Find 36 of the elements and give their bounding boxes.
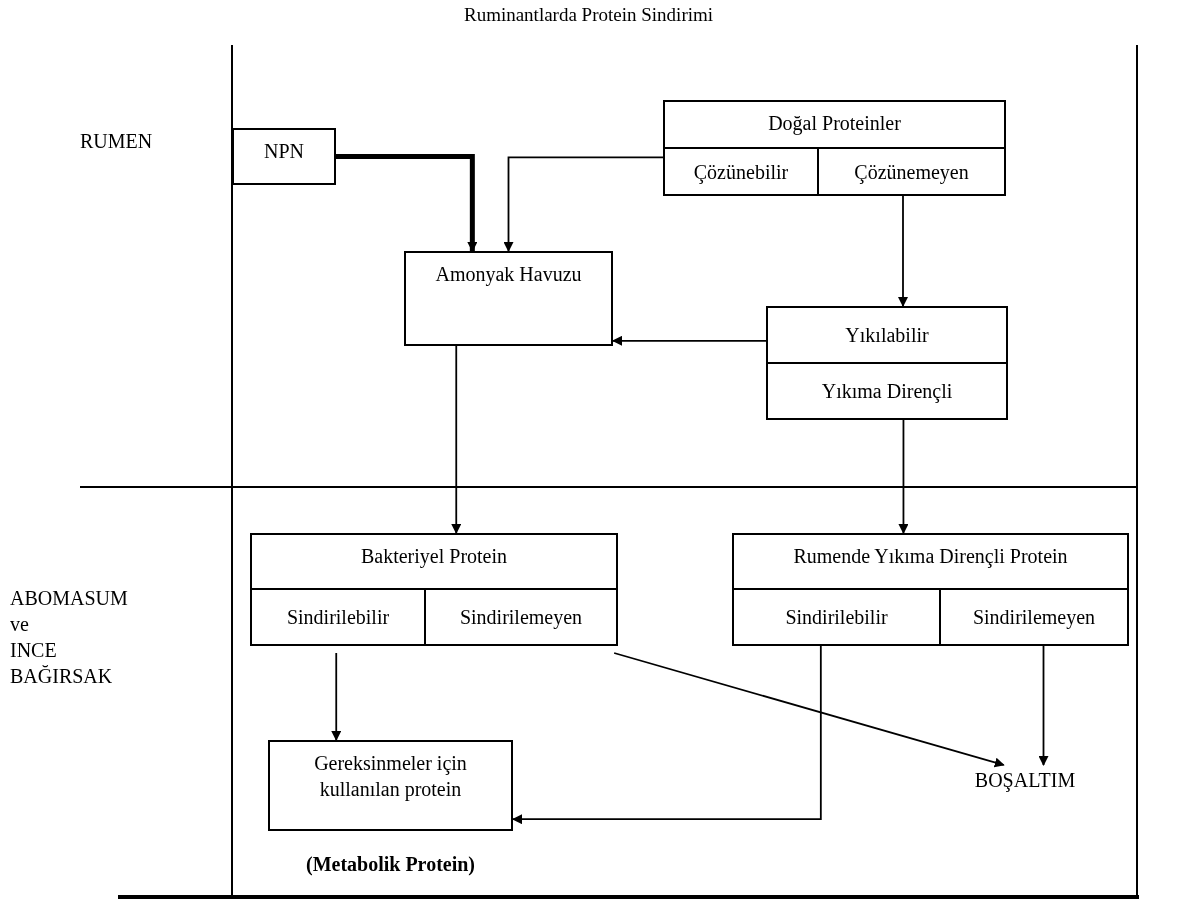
cell-box	[766, 306, 1008, 364]
box-label: Yıkıma Dirençli	[820, 379, 954, 404]
process-box	[663, 100, 1006, 196]
region-label: RUMEN	[80, 129, 154, 154]
box-label: Sindirilebilir	[784, 605, 889, 630]
box-label: Sindirilebilir	[285, 605, 391, 630]
box-label: BOŞALTIM	[973, 768, 1077, 793]
arrow	[898, 419, 909, 534]
arrow	[451, 345, 462, 534]
arrow	[512, 645, 822, 825]
box-label: Çözünemeyen	[853, 159, 970, 185]
box-label: Yıkılabilir	[844, 323, 930, 348]
cell-box	[232, 128, 336, 185]
process-box	[250, 533, 618, 646]
arrow	[1038, 645, 1049, 766]
box-label: NPN	[263, 139, 305, 164]
arrow	[612, 335, 767, 346]
box-label: Doğal Proteinler	[767, 111, 902, 136]
cell-box	[404, 251, 613, 346]
arrow	[336, 154, 478, 252]
box-label: Gereksinmeler için kullanılan protein	[313, 751, 468, 802]
arrow	[898, 195, 908, 307]
box-label: Bakteriyel Protein	[359, 544, 509, 569]
box-label: Rumende Yıkıma Dirençli Protein	[792, 544, 1069, 569]
process-box	[732, 533, 1129, 646]
arrow	[613, 652, 1005, 768]
box-label: Amonyak Havuzu	[434, 262, 583, 287]
arrow	[331, 652, 342, 741]
arrow	[503, 156, 664, 252]
region-label: ABOMASUM ve INCE BAĞIRSAK	[10, 586, 129, 689]
box-label: Sindirilemeyen	[971, 605, 1097, 630]
box-label: Sindirilemeyen	[458, 605, 584, 630]
box-label: Çözünebilir	[692, 159, 790, 185]
cell-box	[766, 362, 1008, 420]
box-label: (Metabolik Protein)	[304, 852, 476, 877]
diagram-title: Ruminantlarda Protein Sindirimi	[462, 4, 715, 26]
